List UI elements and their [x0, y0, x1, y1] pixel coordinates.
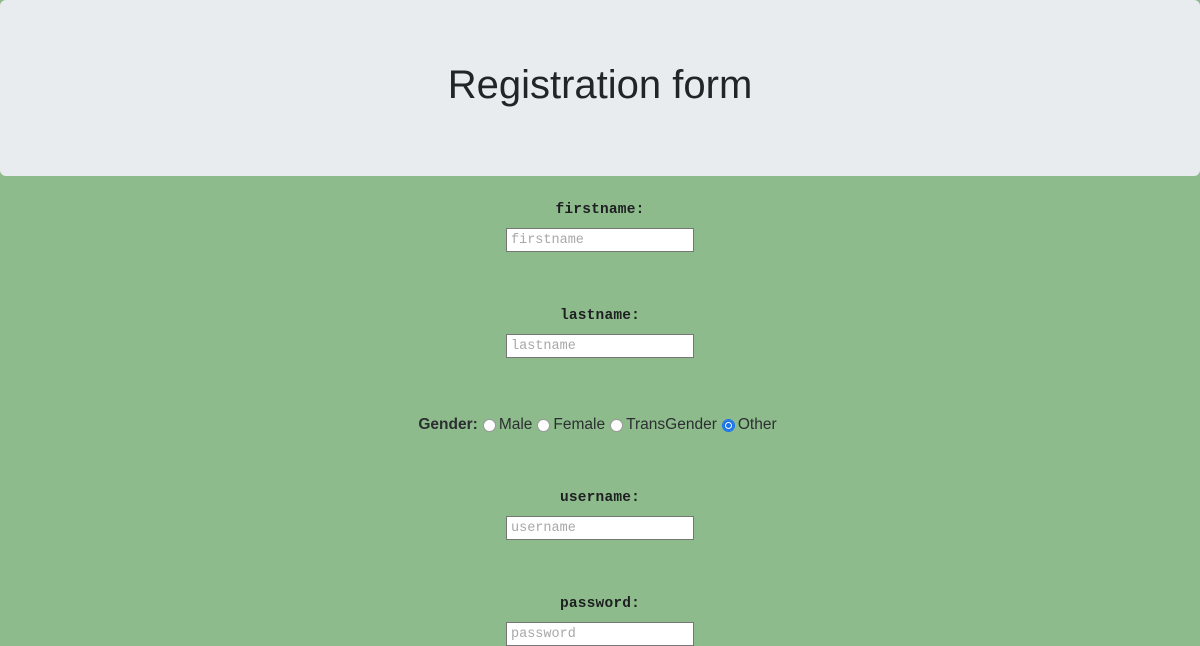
gender-option-male[interactable]: Male — [482, 416, 533, 434]
firstname-input[interactable] — [506, 228, 694, 252]
radio-other-icon-checked[interactable] — [721, 418, 735, 432]
field-group-firstname: firstname: — [0, 202, 1200, 252]
registration-form: firstname: lastname: Gender: Male Female… — [0, 176, 1200, 646]
gender-option-other-label: Other — [737, 416, 777, 433]
field-group-lastname: lastname: — [0, 308, 1200, 358]
lastname-label: lastname: — [559, 308, 641, 324]
gender-option-male-label: Male — [498, 416, 533, 433]
field-group-password: password: — [0, 596, 1200, 646]
gender-row: Gender: Male Female TransGender Other — [0, 414, 1200, 434]
gender-option-other[interactable]: Other — [721, 416, 777, 434]
page-title: Registration form — [447, 63, 753, 107]
password-label: password: — [559, 596, 641, 612]
gender-label: Gender: — [418, 416, 478, 433]
gender-option-transgender[interactable]: TransGender — [610, 416, 717, 434]
password-input[interactable] — [506, 622, 694, 646]
gender-option-female-label: Female — [553, 416, 606, 433]
page-header: Registration form — [0, 0, 1200, 176]
radio-female-icon[interactable] — [537, 418, 551, 432]
gender-option-transgender-label: TransGender — [626, 416, 717, 433]
field-group-username: username: — [0, 490, 1200, 540]
lastname-input[interactable] — [506, 334, 694, 358]
radio-male-icon[interactable] — [482, 418, 496, 432]
radio-transgender-icon[interactable] — [610, 418, 624, 432]
username-input[interactable] — [506, 516, 694, 540]
username-label: username: — [559, 490, 641, 506]
gender-option-female[interactable]: Female — [537, 416, 605, 434]
firstname-label: firstname: — [555, 202, 645, 218]
